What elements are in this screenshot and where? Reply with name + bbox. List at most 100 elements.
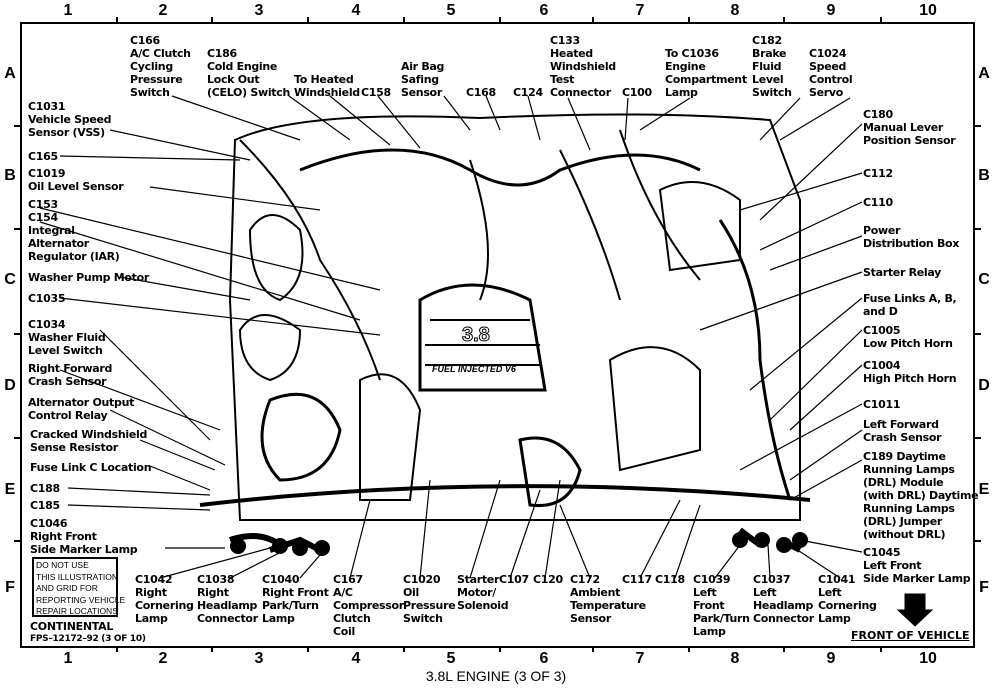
engine-part bbox=[228, 113, 801, 521]
callout-to-c1036: To C1036 Engine Compartment Lamp bbox=[665, 47, 747, 99]
publisher: CONTINENTAL bbox=[30, 620, 114, 633]
grid-tick bbox=[14, 540, 21, 542]
callout-c1041: C1041 Left Cornering Lamp bbox=[818, 573, 877, 625]
grid-tick bbox=[116, 646, 118, 652]
grid-column-4: 4 bbox=[351, 2, 361, 19]
grid-column-2: 2 bbox=[158, 650, 168, 667]
leader-line bbox=[469, 479, 501, 579]
engine-script: FUEL INJECTED V6 bbox=[432, 364, 517, 374]
grid-row-A: A bbox=[4, 65, 16, 82]
callout-washer-pump-motor: Washer Pump Motor bbox=[28, 271, 149, 284]
grid-row-F: F bbox=[5, 579, 15, 596]
callout-c189-daytime: C189 Daytime Running Lamps (DRL) Module … bbox=[863, 450, 979, 541]
front-of-vehicle-label: FRONT OF VEHICLE bbox=[851, 629, 970, 642]
leader-line bbox=[139, 439, 216, 471]
leader-line bbox=[149, 186, 321, 211]
callout-c186: C186 Cold Engine Lock Out (CELO) Switch bbox=[207, 47, 291, 99]
leader-line bbox=[109, 409, 226, 466]
callout-fuse-link-c-location: Fuse Link C Location bbox=[30, 461, 152, 474]
callout-c118: C118 bbox=[655, 573, 685, 586]
leader-line bbox=[171, 95, 301, 141]
grid-column-6: 6 bbox=[539, 2, 549, 19]
grid-column-5: 5 bbox=[446, 2, 456, 19]
engine-part bbox=[260, 392, 342, 482]
grid-row-C: C bbox=[978, 271, 990, 288]
grid-tick bbox=[880, 17, 882, 23]
grid-tick bbox=[14, 228, 21, 230]
grid-tick bbox=[974, 333, 981, 335]
leader-line bbox=[443, 95, 471, 131]
grid-tick bbox=[783, 646, 785, 652]
grid-tick bbox=[307, 17, 309, 23]
leader-line bbox=[559, 504, 591, 579]
grid-row-E: E bbox=[978, 481, 990, 498]
grid-row-E: E bbox=[4, 481, 16, 498]
grid-column-1: 1 bbox=[63, 2, 73, 19]
grid-tick bbox=[783, 17, 785, 23]
leader-line bbox=[39, 221, 361, 321]
leader-line bbox=[567, 97, 591, 151]
leader-line bbox=[509, 489, 541, 579]
grid-tick bbox=[592, 17, 594, 23]
leader-line bbox=[485, 95, 501, 131]
grid-row-F: F bbox=[979, 579, 989, 596]
callout-right-forward: Right Forward Crash Sensor bbox=[28, 362, 113, 388]
grid-column-10: 10 bbox=[919, 2, 937, 19]
connector-icon bbox=[314, 540, 330, 556]
leader-line bbox=[67, 504, 211, 511]
grid-column-7: 7 bbox=[635, 2, 645, 19]
leader-line bbox=[739, 172, 863, 211]
grid-column-3: 3 bbox=[254, 650, 264, 667]
leader-line bbox=[377, 95, 421, 149]
engine-part bbox=[425, 319, 540, 366]
grid-tick bbox=[499, 17, 501, 23]
callout-c1038: C1038 Right Headlamp Connector bbox=[197, 573, 258, 625]
callout-c1020: C1020 Oil Pressure Switch bbox=[403, 573, 456, 625]
callout-c1031: C1031 Vehicle Speed Sensor (VSS) bbox=[28, 100, 112, 139]
grid-tick bbox=[974, 437, 981, 439]
grid-column-7: 7 bbox=[635, 650, 645, 667]
callout-c124: C124 bbox=[513, 86, 543, 99]
callout-c112: C112 bbox=[863, 167, 893, 180]
callout-c168: C168 bbox=[466, 86, 496, 99]
engine-part bbox=[299, 148, 701, 187]
grid-tick bbox=[211, 646, 213, 652]
leader-line bbox=[779, 97, 851, 141]
callout-c117: C117 bbox=[622, 573, 652, 586]
callout-c1024: C1024 Speed Control Servo bbox=[809, 47, 853, 99]
engine-part bbox=[238, 314, 302, 382]
callout-c1011: C1011 bbox=[863, 398, 901, 411]
leader-line bbox=[109, 129, 251, 161]
leader-line bbox=[789, 364, 863, 431]
leader-line bbox=[759, 201, 863, 251]
leader-line bbox=[59, 369, 221, 431]
notice-box: DO NOT USE THIS ILLUSTRATION AND GRID FO… bbox=[32, 557, 125, 617]
callout-to-heated: To Heated Windshield bbox=[294, 73, 360, 99]
grid-tick bbox=[592, 646, 594, 652]
grid-tick bbox=[974, 125, 981, 127]
grid-column-2: 2 bbox=[158, 2, 168, 19]
grid-tick bbox=[974, 228, 981, 230]
diagram-frame bbox=[20, 22, 975, 648]
engine-part bbox=[239, 139, 381, 381]
callout-c1042: C1042 Right Cornering Lamp bbox=[135, 573, 194, 625]
engine-part bbox=[418, 283, 547, 392]
callout-c153: C153 C154 Integral Alternator Regulator … bbox=[28, 198, 120, 263]
leader-line bbox=[767, 544, 771, 579]
engine-part bbox=[469, 129, 701, 301]
callout-c1040: C1040 Right Front Park/Turn Lamp bbox=[262, 573, 329, 625]
grid-column-10: 10 bbox=[919, 650, 937, 667]
connector-icon bbox=[776, 537, 792, 553]
leader-line bbox=[149, 465, 211, 491]
callout-c172: C172 Ambient Temperature Sensor bbox=[570, 573, 646, 625]
grid-row-D: D bbox=[978, 377, 990, 394]
leader-line bbox=[39, 207, 381, 291]
grid-row-C: C bbox=[4, 271, 16, 288]
grid-tick bbox=[211, 17, 213, 23]
callout-c167: C167 A/C Compressor Clutch Coil bbox=[333, 573, 404, 638]
grid-tick bbox=[14, 437, 21, 439]
callout-air-bag: Air Bag Safing Sensor bbox=[401, 60, 445, 99]
connector-icon bbox=[754, 532, 770, 548]
callout-alternator-output: Alternator Output Control Relay bbox=[28, 396, 135, 422]
engine-badge: 3.8 bbox=[462, 324, 490, 346]
